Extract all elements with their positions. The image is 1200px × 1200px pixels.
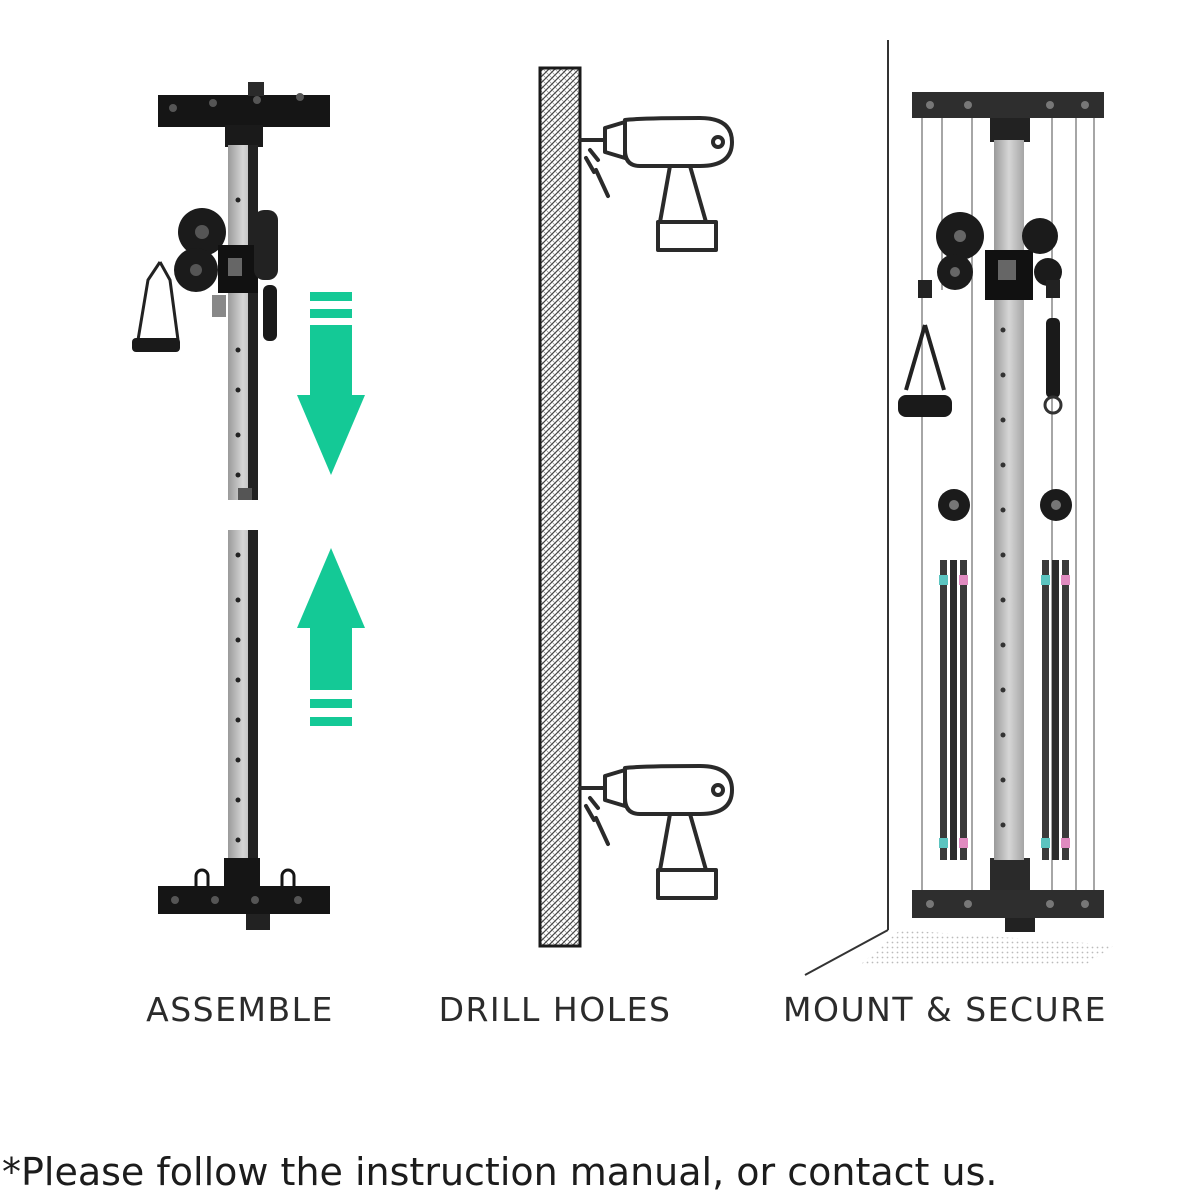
- upright: [994, 140, 1024, 860]
- resistance-bands-left: [939, 560, 968, 860]
- floor: [860, 930, 1115, 965]
- bottom-crossbar: [912, 890, 1104, 918]
- arrow-down-icon: [297, 292, 365, 475]
- step-label-mount-secure: MOUNT & SECURE: [783, 990, 1107, 1029]
- wall: [538, 66, 582, 948]
- step-label-assemble: ASSEMBLE: [146, 990, 334, 1029]
- resistance-bands-right: [1041, 560, 1070, 860]
- bottom-crossbar: [158, 886, 330, 914]
- arrow-up-icon: [297, 548, 365, 726]
- handle: [132, 261, 180, 352]
- pulley-assembly: [174, 208, 278, 341]
- pulley-assembly: [918, 212, 1062, 300]
- top-crossbar: [912, 92, 1104, 118]
- drill-illustration: [538, 66, 582, 948]
- ankle-strap: [1046, 318, 1060, 398]
- drill-icon: [578, 116, 734, 252]
- step-label-drill-holes: DRILL HOLES: [438, 990, 672, 1029]
- top-crossbar: [158, 95, 330, 127]
- drill-icon: [578, 764, 734, 900]
- assemble-illustration: [132, 82, 330, 930]
- footnote: *Please follow the instruction manual, o…: [2, 1150, 998, 1194]
- handle: [898, 324, 952, 417]
- mount-illustration: [804, 40, 1115, 976]
